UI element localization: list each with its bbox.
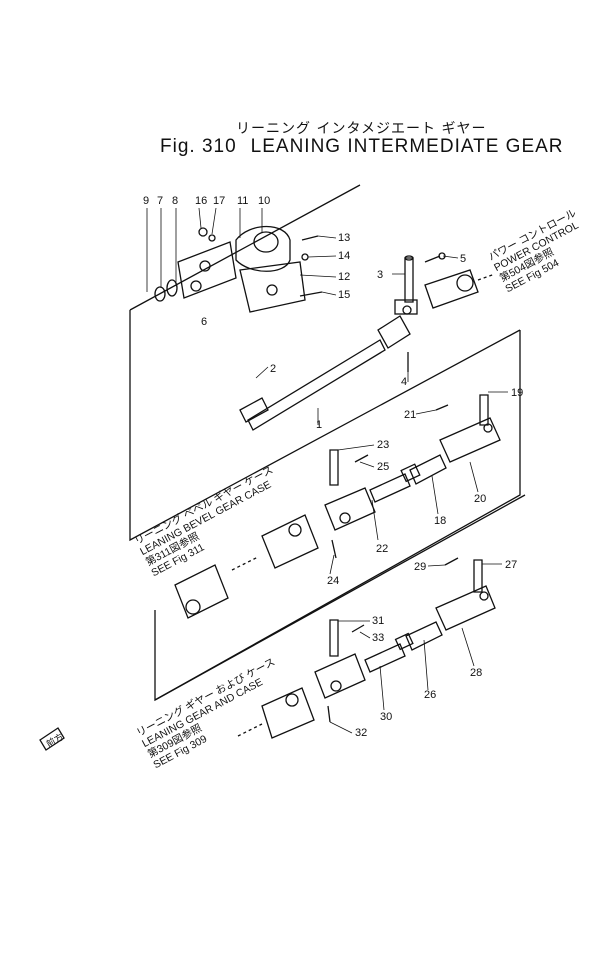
part-label-6: 6 xyxy=(201,316,207,328)
part-label-27: 27 xyxy=(505,559,517,571)
pin-23 xyxy=(329,449,339,486)
part-label-21: 21 xyxy=(404,409,416,421)
figure-title-japanese: リーニング インタメジエート ギヤー xyxy=(236,121,487,137)
bolt-33 xyxy=(351,624,365,633)
part-label-17: 17 xyxy=(213,195,225,207)
part-label-1: 1 xyxy=(316,419,322,431)
part-label-32: 32 xyxy=(355,727,367,739)
shaft-30 xyxy=(364,643,406,673)
bolt-13 xyxy=(301,235,319,241)
slip-sleeve xyxy=(400,463,421,483)
part-label-7: 7 xyxy=(157,195,163,207)
part-label-5: 5 xyxy=(460,253,466,265)
part-label-8: 8 xyxy=(172,195,178,207)
part-label-28: 28 xyxy=(470,667,482,679)
bolt-15 xyxy=(299,291,323,297)
part-label-16: 16 xyxy=(195,195,207,207)
pin-31 xyxy=(329,619,339,657)
part-label-13: 13 xyxy=(338,232,350,244)
yoke-6 xyxy=(177,241,237,299)
part-label-25: 25 xyxy=(377,461,389,473)
bevel-case-flange xyxy=(174,564,229,619)
ref-bevel-gear-case: リーニング ベベル ギヤー ケース LEANING BEVEL GEAR CAS… xyxy=(132,463,275,579)
pin-19 xyxy=(479,394,489,426)
part-label-24: 24 xyxy=(327,575,339,587)
ref-power-control: パワー コントロール POWER CONTROL 第504図参照 SEE Fig… xyxy=(487,207,581,295)
washer-14 xyxy=(301,253,309,261)
ref-bevel-gear-case-en: LEANING BEVEL GEAR CASE xyxy=(138,479,273,558)
yoke-head-28 xyxy=(435,585,496,631)
part-label-4: 4 xyxy=(401,376,407,388)
yoke-head-22 xyxy=(324,487,376,531)
part-label-20: 20 xyxy=(474,493,486,505)
bolt-25 xyxy=(354,454,369,463)
splined-end xyxy=(239,397,269,423)
gear-case-coupling xyxy=(261,687,315,739)
yoke-head-20 xyxy=(439,417,501,463)
part-label-33: 33 xyxy=(372,632,384,644)
main-shaft-1 xyxy=(247,339,386,431)
middle-shaft-assembly xyxy=(174,394,501,619)
spring-pin-24 xyxy=(331,539,337,559)
group-frame-upper xyxy=(129,184,521,542)
part-label-18: 18 xyxy=(434,515,446,527)
ref-gear-and-case: リーニング ギヤー および ケース LEANING GEAR AND CASE … xyxy=(134,655,277,771)
part-label-23: 23 xyxy=(377,439,389,451)
nut-9 xyxy=(154,286,166,302)
part-label-26: 26 xyxy=(424,689,436,701)
slip-tube-26 xyxy=(405,621,443,651)
figure-title-english: LEANING INTERMEDIATE GEAR xyxy=(250,136,564,157)
upper-shaft-assembly xyxy=(154,226,496,431)
part-label-22: 22 xyxy=(376,543,388,555)
bolt-29 xyxy=(444,557,459,566)
spring-pin-32 xyxy=(327,705,331,723)
part-label-12: 12 xyxy=(338,271,350,283)
pin-17 xyxy=(208,234,216,242)
front-arrow-icon xyxy=(39,727,65,751)
washer-8 xyxy=(166,279,178,297)
pin-3 xyxy=(404,257,414,303)
shaft-22 xyxy=(369,473,411,503)
part-label-9: 9 xyxy=(143,195,149,207)
part-label-19: 19 xyxy=(511,387,523,399)
part-label-10: 10 xyxy=(258,195,270,207)
nut-16 xyxy=(198,227,208,237)
lower-shaft-assembly xyxy=(237,557,496,739)
part-label-11: 11 xyxy=(237,195,248,207)
figure-title: Fig. 310 LEANING INTERMEDIATE GEAR xyxy=(160,136,578,158)
group-frame-middle xyxy=(154,330,521,702)
group-frame-lower-edge xyxy=(154,494,526,701)
part-label-31: 31 xyxy=(372,615,384,627)
part-label-15: 15 xyxy=(338,289,350,301)
part-number-labels: 9 7 8 16 17 11 10 13 14 12 15 6 3 5 2 4 … xyxy=(143,195,523,739)
power-control-coupling xyxy=(424,269,479,309)
bracket-12 xyxy=(239,261,306,313)
bevel-case-coupling xyxy=(261,514,319,569)
slip-tube-18 xyxy=(409,454,447,485)
part-label-3: 3 xyxy=(377,269,383,281)
part-label-14: 14 xyxy=(338,250,350,262)
figure-number: Fig. 310 xyxy=(160,136,237,157)
housing-10 xyxy=(235,226,291,272)
yoke-head-30 xyxy=(314,653,366,699)
yoke-pin-hole xyxy=(402,305,412,315)
bolt-21 xyxy=(435,404,449,411)
part-label-30: 30 xyxy=(380,711,392,723)
yoke-coupling xyxy=(377,315,411,349)
ref-bevel-gear-case-jp: リーニング ベベル ギヤー ケース xyxy=(132,463,275,547)
bolt-5 xyxy=(424,255,441,263)
part-label-2: 2 xyxy=(270,363,276,375)
pin-27 xyxy=(473,559,483,593)
part-label-29: 29 xyxy=(414,561,426,573)
